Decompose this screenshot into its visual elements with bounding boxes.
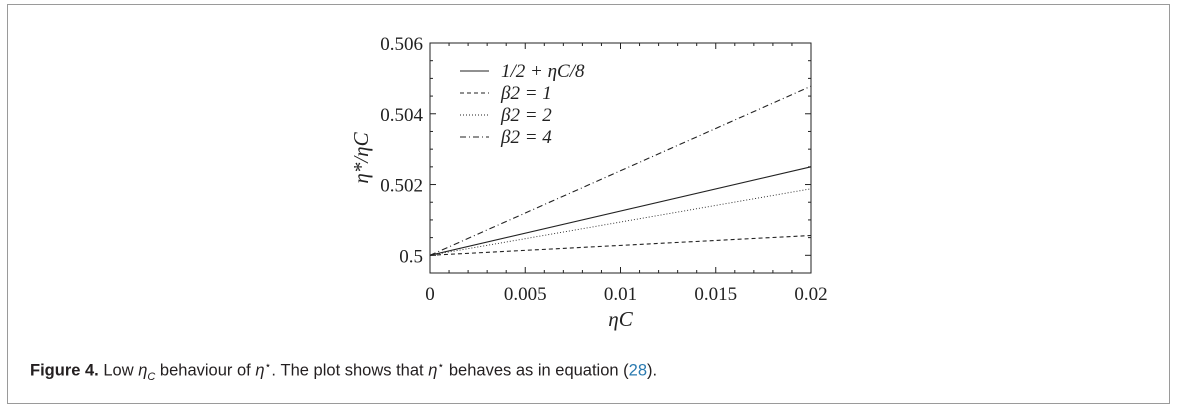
x-tick-label: 0: [425, 284, 435, 305]
x-tick-label: 0.005: [504, 284, 547, 305]
series-layer: [429, 85, 812, 256]
y-axis-label: η*/ηC: [349, 131, 373, 183]
legend-label-4: β2 = 4: [500, 127, 552, 148]
legend-label-1: 1/2 + ηC/8: [501, 61, 585, 82]
legend-label-3: β2 = 2: [500, 105, 552, 126]
figure-frame: 0 0.005 0.01 0.015 0.02 0.5 0.502 0.504 0.506 1/…: [7, 4, 1170, 404]
caption-label: Figure 4.: [30, 361, 99, 380]
series-line-1: [429, 166, 812, 256]
x-tick-label: 0.01: [604, 284, 637, 305]
y-tick-label: 0.506: [380, 34, 423, 55]
line-chart: 0 0.005 0.01 0.015 0.02 0.5 0.502 0.504 0.506 1/…: [349, 34, 828, 331]
axes: 0 0.005 0.01 0.015 0.02 0.5 0.502 0.504 0.506: [380, 34, 827, 305]
y-tick-label: 0.5: [399, 246, 423, 267]
figure-caption: Figure 4. Low ηC behaviour of η⋆. The pl…: [30, 360, 658, 383]
y-tick-label: 0.504: [380, 105, 423, 126]
x-tick-label: 0.015: [694, 284, 737, 305]
legend-label-2: β2 = 1: [500, 83, 552, 104]
y-tick-label: 0.502: [380, 176, 423, 197]
x-axis-label: ηC: [608, 307, 633, 331]
series-line-4: [429, 85, 812, 256]
axis-labels: ηC η*/ηC: [349, 131, 634, 331]
x-tick-label: 0.02: [794, 284, 827, 305]
legend: 1/2 + ηC/8β2 = 1β2 = 2β2 = 4: [460, 61, 585, 148]
series-line-2: [429, 234, 812, 256]
equation-reference-link[interactable]: 28: [628, 361, 648, 380]
